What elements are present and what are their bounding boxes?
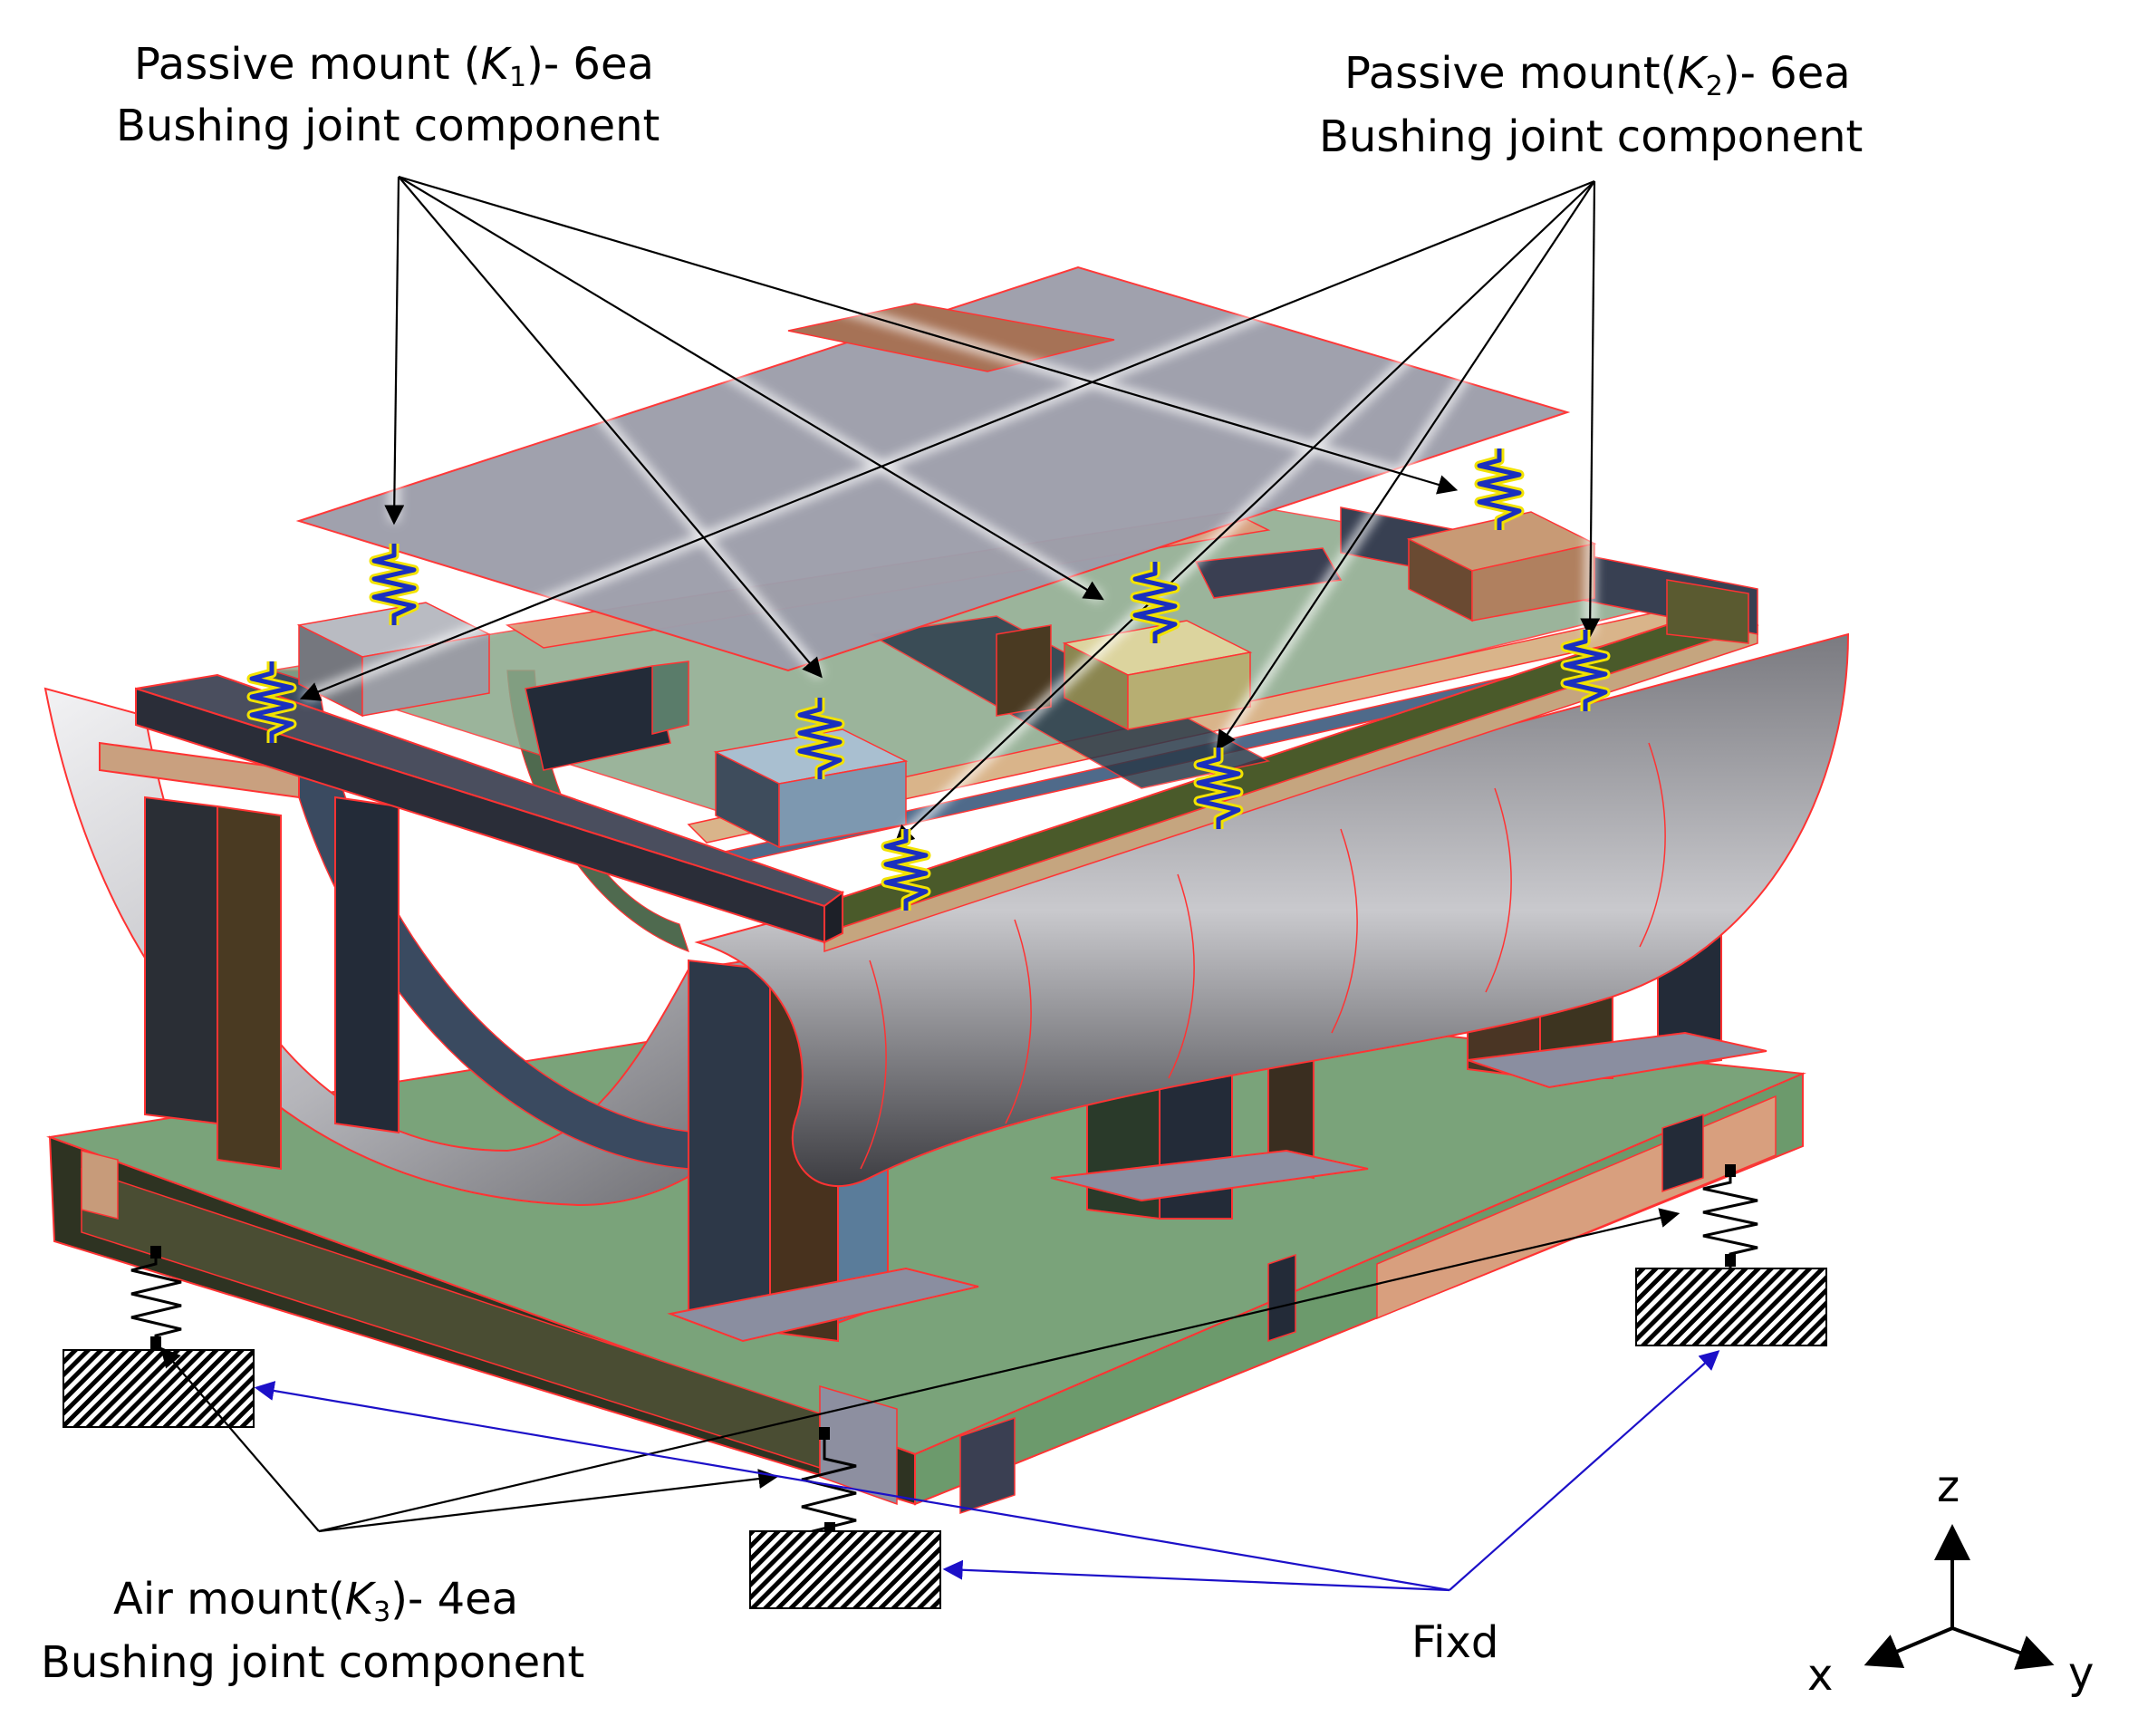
passive-spring-k2-8	[1193, 747, 1244, 829]
upper-frame	[135, 506, 1759, 953]
leader-lines	[299, 172, 1601, 846]
x-axis-line	[1864, 1626, 1953, 1668]
passive-springs	[246, 448, 1611, 911]
passive-spring-k2-7	[1560, 630, 1611, 711]
axis-label-x: x	[1807, 1650, 1834, 1701]
k3-suffix: )- 4ea	[390, 1574, 519, 1625]
k2-sub: 2	[1705, 71, 1723, 102]
label-fixed: Fixd	[1411, 1617, 1499, 1668]
leader-k1-b	[398, 176, 823, 679]
label-passive-k1-line2: Bushing joint component	[116, 101, 660, 151]
air-mount-3	[1702, 1164, 1758, 1268]
k3-sub: 3	[373, 1596, 391, 1628]
equipment-boxes	[296, 511, 1597, 849]
right-shell-surface	[694, 632, 1850, 1188]
leader-k1-c	[398, 176, 1104, 601]
leader-k2-d	[1580, 180, 1601, 639]
leader-k2-b	[893, 180, 1595, 846]
air-mounts	[63, 1164, 1827, 1609]
axis-triad	[1864, 1524, 2055, 1670]
k3-symbol: K	[344, 1574, 374, 1625]
k2-prefix: Passive mount(	[1344, 48, 1678, 99]
air-mount-1	[130, 1246, 182, 1349]
fixed-ground-1	[63, 1349, 255, 1428]
label-passive-k2-line2: Bushing joint component	[1319, 111, 1864, 162]
leader-k2-a	[299, 179, 1595, 701]
leader-k1-a	[384, 176, 405, 526]
fixed-leaders	[254, 1350, 1720, 1592]
label-passive-k2: Passive mount(K2)- 6ea	[1344, 47, 1851, 113]
axis-label-y: y	[2068, 1648, 2095, 1699]
right-shell	[694, 632, 1850, 1188]
passive-spring-k1-4	[881, 829, 931, 911]
label-air-k3: Air mount(K3)- 4ea	[113, 1573, 518, 1639]
passive-spring-k1-1	[369, 544, 419, 625]
k1-suffix: )- 6ea	[526, 39, 654, 90]
fixed-ground-2	[749, 1530, 941, 1609]
axis-label-z: z	[1937, 1461, 1960, 1512]
label-passive-k1: Passive mount (K1)- 6ea	[134, 38, 654, 104]
passive-spring-k1-2	[246, 661, 297, 743]
leader-k1-d	[398, 175, 1459, 495]
fixed-ground-3	[1635, 1268, 1827, 1346]
k2-suffix: )- 6ea	[1722, 48, 1851, 99]
leader-k2-c	[1216, 180, 1595, 751]
k1-symbol: K	[480, 39, 510, 90]
k1-sub: 1	[509, 62, 527, 93]
k3-prefix: Air mount(	[113, 1574, 345, 1625]
label-air-k3-line2: Bushing joint component	[41, 1637, 585, 1688]
air-mount-leaders	[160, 1208, 1681, 1533]
k1-prefix: Passive mount (	[134, 39, 481, 90]
k2-symbol: K	[1677, 48, 1706, 99]
passive-spring-k2-5	[1130, 562, 1180, 643]
passive-spring-k1-3	[795, 698, 845, 779]
passive-spring-k2-6	[1474, 448, 1525, 530]
y-axis-line	[1951, 1626, 2055, 1670]
